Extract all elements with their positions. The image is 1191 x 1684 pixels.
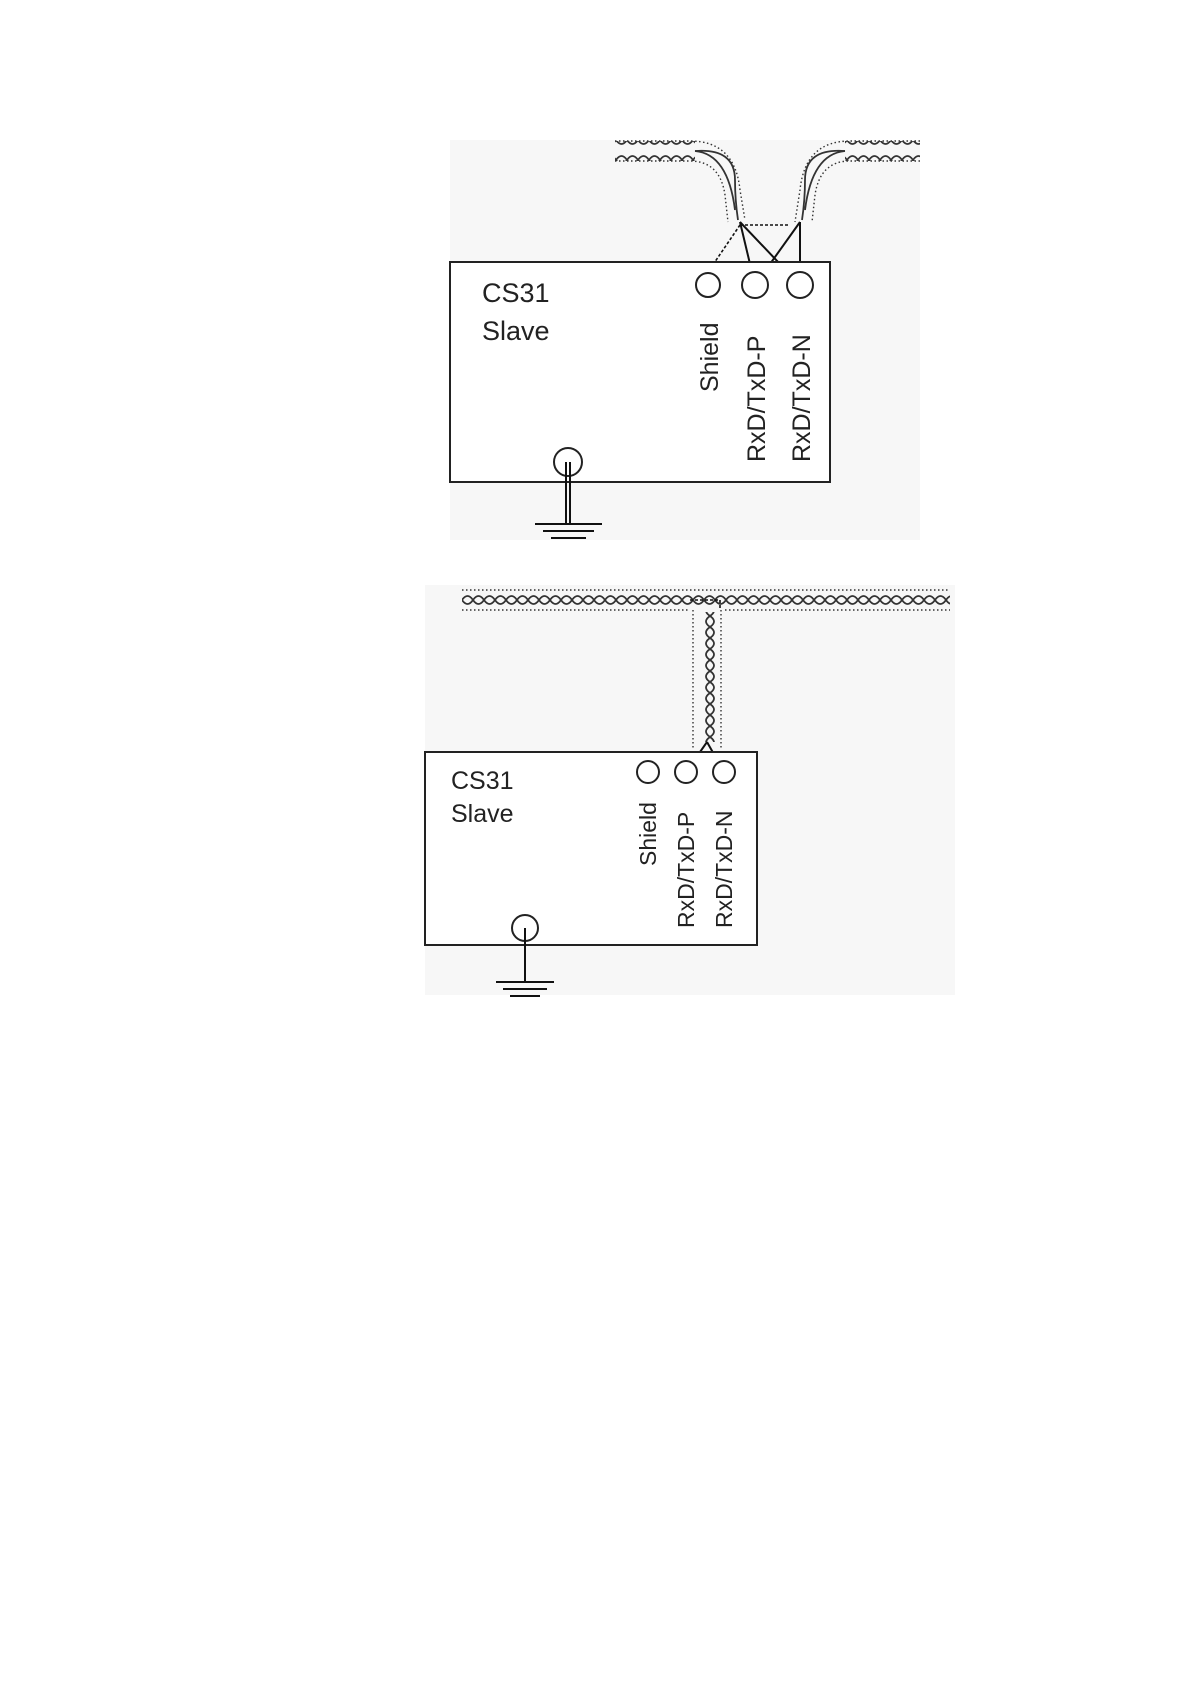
diagram-1: CS31 Slave Shield RxD/TxD-P RxD/TxD-N — [450, 140, 920, 540]
device-name: CS31 — [482, 278, 550, 308]
device-type: Slave — [482, 316, 550, 346]
rxd-txd-p-label: RxD/TxD-P — [673, 812, 699, 928]
device-type: Slave — [451, 800, 514, 828]
device-name: CS31 — [451, 767, 514, 795]
diagram-2: CS31 Slave Shield RxD/TxD-P RxD/TxD-N — [425, 585, 955, 996]
shield-terminal — [637, 761, 659, 783]
rxd-txd-p-terminal — [675, 761, 697, 783]
rxd-txd-p-terminal — [742, 272, 768, 298]
rxd-txd-n-label: RxD/TxD-N — [788, 334, 816, 462]
rxd-txd-n-terminal — [713, 761, 735, 783]
rxd-txd-p-label: RxD/TxD-P — [743, 336, 771, 462]
shield-terminal — [696, 273, 720, 297]
drop-cable — [693, 610, 721, 748]
shield-label: Shield — [635, 802, 661, 866]
shield-label: Shield — [696, 323, 724, 393]
rxd-txd-n-terminal — [787, 272, 813, 298]
rxd-txd-n-label: RxD/TxD-N — [711, 810, 737, 928]
